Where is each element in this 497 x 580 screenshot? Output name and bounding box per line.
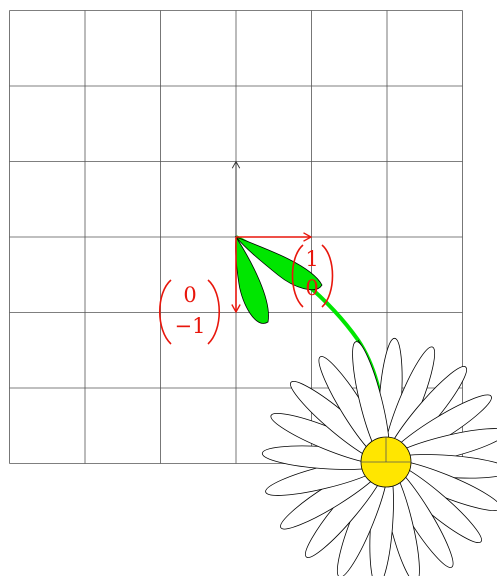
right-paren [321, 244, 334, 308]
vector-e1-top: 1 [305, 247, 318, 271]
vector-e1-label: 1 0 [291, 244, 334, 308]
basis-vectors [231, 232, 313, 314]
flower-petals [261, 337, 497, 580]
vector-e1-bottom: 0 [305, 276, 318, 300]
left-paren [291, 244, 304, 308]
vector-e2-label: 0 −1 [159, 279, 220, 345]
vector-e2-bottom: −1 [175, 314, 206, 338]
leaf-right [234, 236, 323, 291]
right-paren [207, 279, 220, 345]
vector-e2-top: 0 [183, 283, 196, 307]
left-paren [159, 279, 172, 345]
leaves [234, 235, 323, 324]
